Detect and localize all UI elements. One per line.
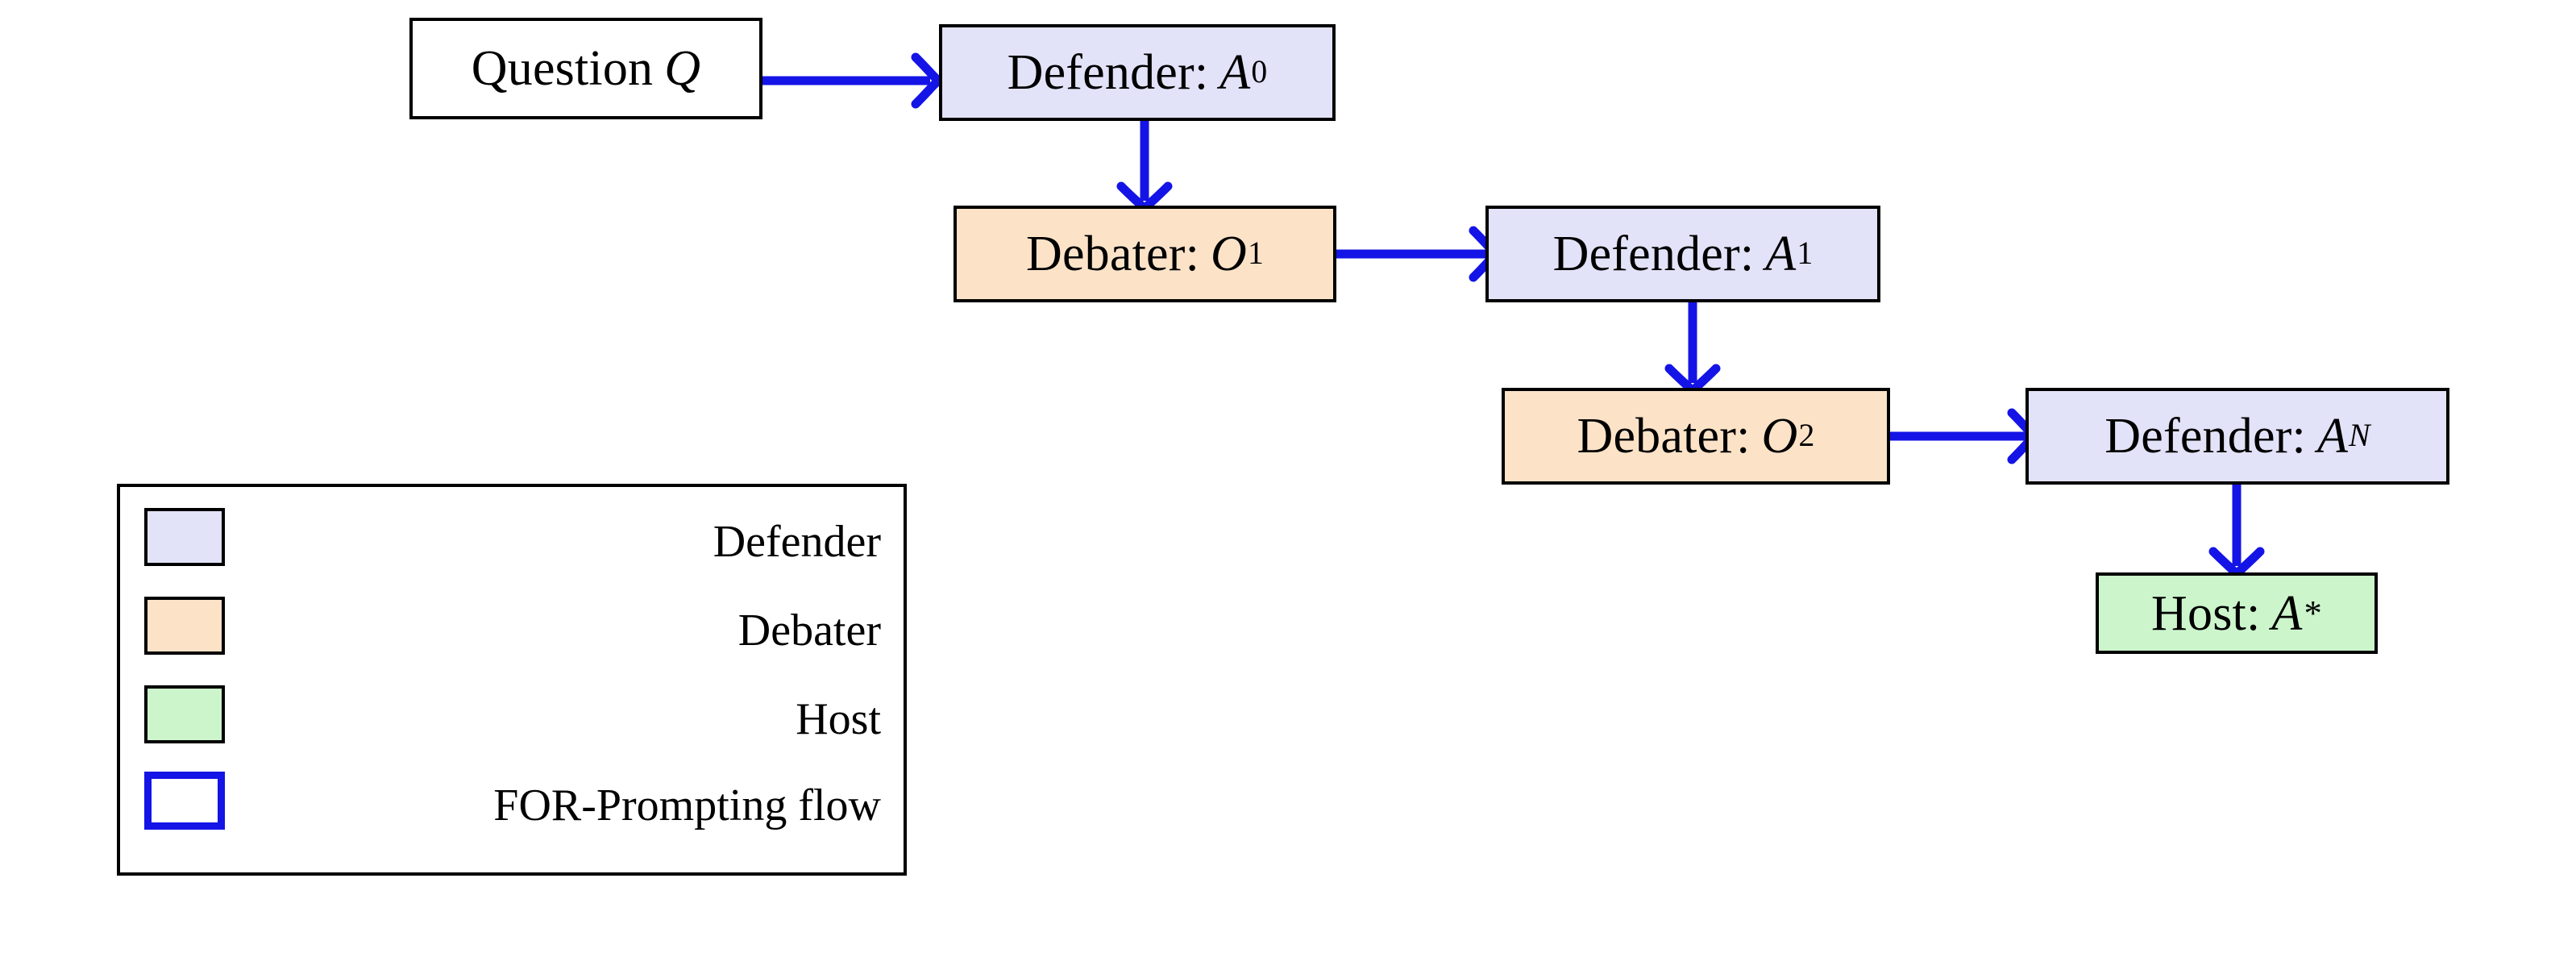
arrow-debater1-to-defender1	[1335, 226, 1502, 282]
legend-item-debater: Debater	[120, 593, 904, 668]
node-defender-0-label: Defender:	[1007, 45, 1209, 100]
legend-label-host: Host	[796, 694, 881, 744]
legend-item-host: Host	[120, 682, 904, 756]
legend-label-defender: Defender	[713, 517, 881, 567]
legend-swatch-defender	[144, 508, 225, 566]
node-debater-2-subscript: 2	[1798, 418, 1815, 454]
legend-swatch-debater	[144, 597, 225, 655]
node-debater-2-symbol: O	[1761, 409, 1798, 464]
node-host-label: Host:	[2151, 585, 2261, 641]
arrow-question-to-defender0	[761, 52, 945, 109]
node-defender-n-label: Defender:	[2104, 409, 2306, 464]
node-host-symbol: A	[2271, 585, 2303, 641]
legend-swatch-host	[144, 685, 225, 743]
arrow-debater2-to-defenderN	[1889, 408, 2041, 464]
arrow-defender0-to-debater1	[1116, 119, 1173, 215]
legend-swatch-flow	[144, 772, 225, 830]
node-debater-1-symbol: O	[1211, 227, 1247, 281]
node-defender-1-symbol: A	[1765, 227, 1797, 281]
node-debater-1-label: Debater:	[1025, 227, 1199, 281]
node-defender-1-label: Defender:	[1552, 227, 1755, 281]
legend-item-defender: Defender	[120, 505, 904, 579]
node-debater-2-label: Debater:	[1577, 409, 1751, 464]
legend-label-debater: Debater	[737, 606, 881, 656]
node-defender-0-subscript: 0	[1251, 54, 1268, 90]
node-defender-0-symbol: A	[1219, 45, 1251, 100]
node-host-superscript: *	[2304, 593, 2322, 634]
arrow-defenderN-to-host	[2208, 484, 2265, 581]
arrow-defender1-to-debater2	[1664, 301, 1721, 398]
legend-label-flow: FOR-Prompting flow	[493, 780, 881, 830]
node-host[interactable]: Host:A*	[2096, 572, 2378, 654]
node-question-label: Question	[471, 41, 654, 96]
node-debater-1-subscript: 1	[1247, 235, 1265, 272]
node-defender-n-subscript: N	[2349, 418, 2370, 454]
legend-item-flow: FOR-Prompting flow	[120, 768, 904, 843]
node-defender-n-symbol: A	[2316, 409, 2349, 464]
node-question-symbol: Q	[664, 41, 701, 96]
legend: Defender Debater Host FOR-Prompting flow	[117, 484, 907, 876]
node-defender-1-subscript: 1	[1797, 235, 1814, 272]
